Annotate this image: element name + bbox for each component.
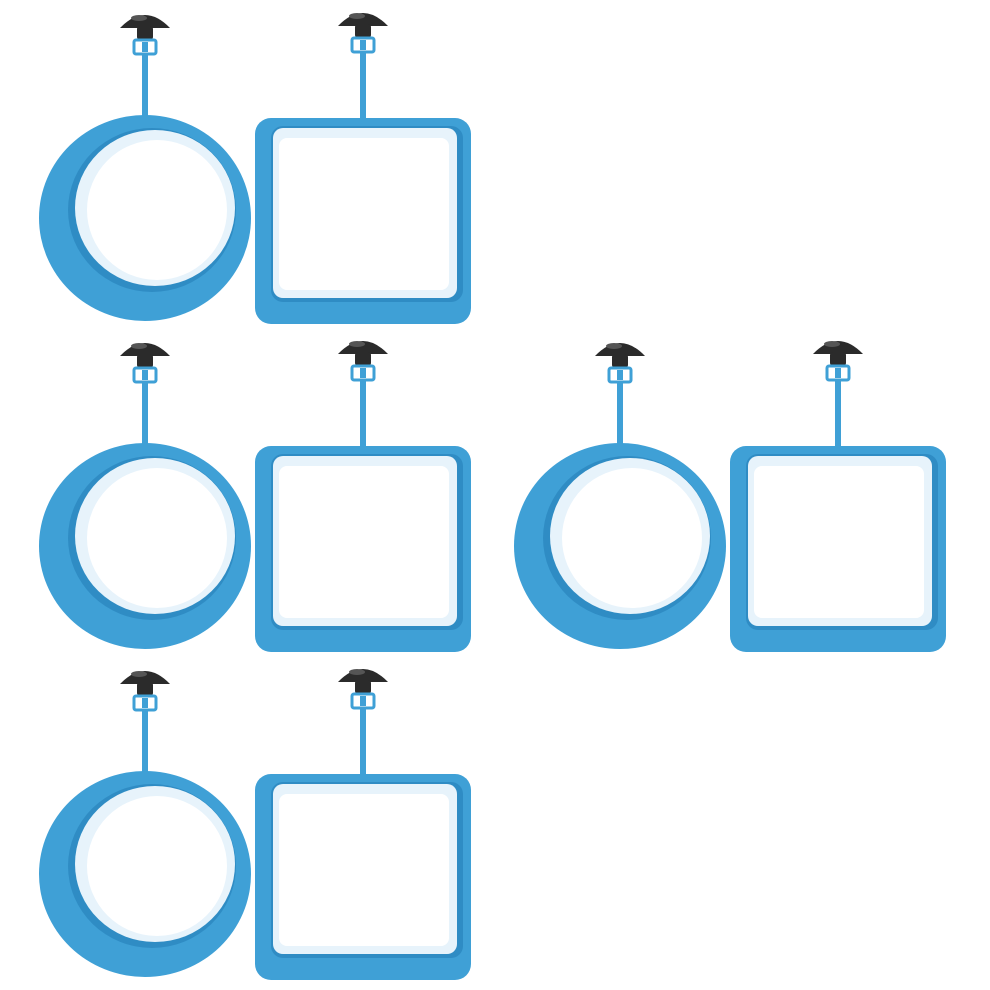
strap-clip (607, 366, 633, 450)
square-feeding-ring (255, 118, 471, 324)
suction-cup-icon (338, 341, 388, 366)
strap-clip (825, 364, 851, 450)
feeding-ring-set-1 (35, 0, 475, 330)
suction-cup-icon (120, 671, 170, 696)
strap-clip (350, 364, 376, 450)
strap-clip (132, 366, 158, 450)
feeding-ring-set-3 (510, 328, 950, 658)
suction-cup-icon (120, 15, 170, 40)
strap-clip (350, 692, 376, 778)
square-feeding-ring (255, 774, 471, 980)
round-feeding-ring (39, 443, 251, 649)
strap-clip (132, 38, 158, 122)
round-feeding-ring (514, 443, 726, 649)
feeding-ring-set-4 (35, 656, 475, 986)
strap-clip (132, 694, 158, 778)
suction-cup-icon (338, 13, 388, 38)
suction-cup-icon (120, 343, 170, 368)
suction-cup-icon (813, 341, 863, 366)
square-feeding-ring (730, 446, 946, 652)
square-feeding-ring (255, 446, 471, 652)
suction-cup-icon (595, 343, 645, 368)
round-feeding-ring (39, 115, 251, 321)
round-feeding-ring (39, 771, 251, 977)
suction-cup-icon (338, 669, 388, 694)
feeding-ring-set-2 (35, 328, 475, 658)
strap-clip (350, 36, 376, 122)
